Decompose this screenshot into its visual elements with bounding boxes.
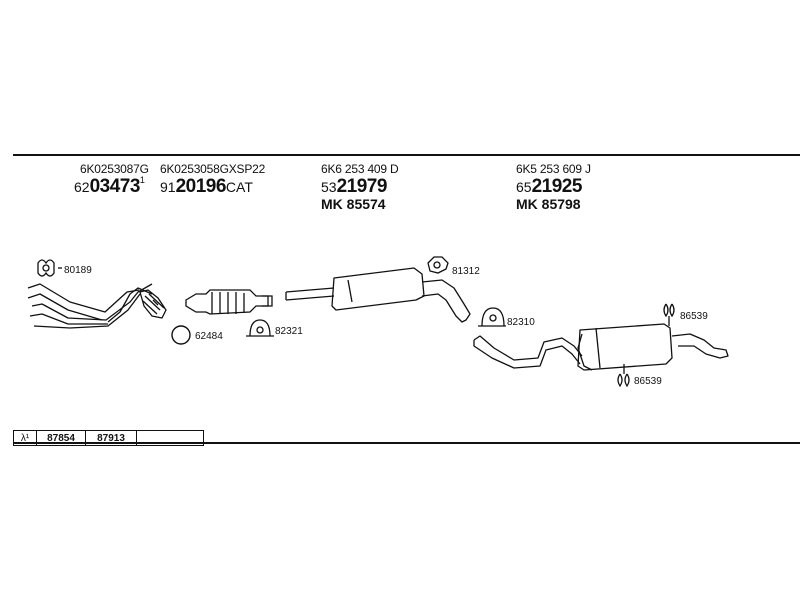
part-main: 21925: [531, 176, 583, 197]
oe-number-col3: 6K6 253 409 D: [321, 162, 399, 176]
oe-number-col2: 6K0253058GXSP22: [160, 162, 266, 176]
part-suffix: CAT: [225, 179, 253, 195]
part-number-col3: 5321979: [321, 176, 387, 198]
oe-number-col4: 6K5 253 609 J: [516, 162, 591, 176]
part-main: 20196: [175, 176, 227, 197]
part-main: 03473: [89, 176, 141, 197]
kit-cell-2: 87913: [86, 431, 137, 445]
middle-silencer-shape: [285, 267, 471, 323]
part-main: 21979: [336, 176, 388, 197]
mount-upper-shape: [663, 303, 675, 326]
kit-cell-3: [137, 431, 203, 445]
front-pipe-shape: [27, 283, 167, 329]
lambda-cell: λ¹: [14, 431, 37, 445]
clamp-82310-shape: [478, 307, 506, 327]
mk-number-col4: MK 85798: [516, 196, 581, 212]
label-ring-gasket-62484: 62484: [195, 331, 223, 342]
clamp-82321-shape: [246, 319, 274, 337]
part-prefix: 62: [74, 179, 90, 195]
rear-silencer-shape: [473, 323, 729, 371]
oe-number-col1: 6K0253087G: [80, 162, 149, 176]
gasket-80189-shape: [37, 259, 62, 277]
part-prefix: 91: [160, 179, 176, 195]
label-gasket-80189: 80189: [64, 265, 92, 276]
label-clamp-82321: 82321: [275, 326, 303, 337]
part-number-col2: 9120196CAT: [160, 176, 253, 198]
catalytic-converter-shape: [185, 289, 273, 315]
label-gasket-81312: 81312: [452, 266, 480, 277]
part-superscript: 1: [139, 175, 145, 185]
gasket-81312-shape: [427, 256, 449, 274]
part-number-col1: 62034731: [74, 175, 145, 198]
ring-gasket-shape: [171, 325, 191, 345]
label-mount-lower-86539: 86539: [634, 376, 662, 387]
kit-table-row: λ¹ 87854 87913: [13, 430, 204, 446]
label-mount-upper-86539: 86539: [680, 311, 708, 322]
mk-number-col3: MK 85574: [321, 196, 386, 212]
kit-cell-1: 87854: [37, 431, 86, 445]
part-prefix: 65: [516, 179, 532, 195]
mount-lower-shape: [617, 364, 630, 388]
part-prefix: 53: [321, 179, 337, 195]
part-number-col4: 6521925: [516, 176, 582, 198]
label-clamp-82310: 82310: [507, 317, 535, 328]
